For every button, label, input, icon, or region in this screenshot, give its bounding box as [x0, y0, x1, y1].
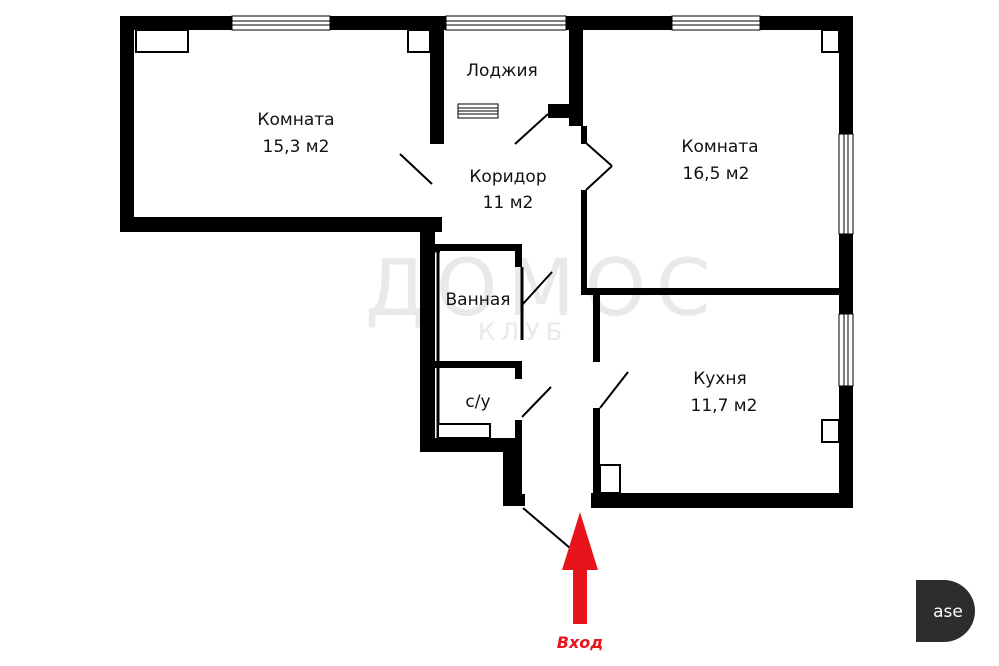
door-loggia[interactable] [514, 113, 549, 145]
corridor-area: 11 м2 [483, 193, 534, 213]
badge-shape [916, 580, 975, 642]
door-room2-a[interactable] [585, 142, 613, 167]
wall-bath-toilet [435, 361, 521, 368]
wall-kitchen-west-top [593, 288, 600, 362]
wall-left-room-south [120, 217, 442, 232]
kitchen-name: Кухня [693, 369, 747, 389]
entrance-label: Вход [557, 633, 603, 652]
door-entrance[interactable] [522, 507, 571, 549]
wall-loggia-stub [548, 104, 583, 118]
fixture-toilet [437, 423, 491, 439]
windows [231, 15, 854, 387]
door-bathroom[interactable] [521, 271, 553, 306]
wall-entry-west-foot [503, 494, 525, 506]
wall-room2-west-top [581, 126, 587, 144]
pipe-room2 [821, 29, 840, 53]
window-loggia-inner [457, 103, 499, 119]
wall-bath-north [435, 244, 521, 251]
wall-left-room-west [120, 16, 134, 232]
wall-room2-kitchen [581, 288, 853, 295]
window-room2-north [671, 15, 761, 31]
toilet-name: с/у [465, 392, 490, 412]
wall-toilet-east [515, 420, 522, 440]
bathroom-name: Ванная [446, 290, 511, 310]
wall-south-kitchen [591, 493, 853, 508]
window-room2-east [838, 133, 854, 235]
wall-bath-east-top [515, 244, 522, 267]
door-room2-b[interactable] [585, 165, 613, 191]
door-kitchen[interactable] [599, 371, 629, 409]
watermark-sub: КЛУБ [478, 318, 568, 346]
wall-loggia-east [569, 16, 583, 126]
wall-loggia-west [430, 16, 444, 144]
window-room1 [231, 15, 331, 31]
room1-area: 15,3 м2 [263, 137, 330, 157]
door-toilet[interactable] [521, 386, 552, 418]
wall-toilet-south [420, 438, 522, 452]
entrance-arrow-icon [562, 512, 598, 624]
door-room1[interactable] [399, 153, 433, 185]
wall-corridor-jamb [430, 124, 438, 144]
fixtures [135, 29, 840, 494]
wall-room2-west [581, 190, 587, 294]
kitchen-area: 11,7 м2 [691, 396, 758, 416]
room2-name: Комната [681, 137, 758, 157]
corridor-name: Коридор [469, 167, 546, 187]
room1-name: Комната [257, 110, 334, 130]
wall-bath-west [420, 232, 435, 452]
wall-entry-west [503, 438, 522, 504]
doors [399, 113, 629, 549]
entrance-marker: Вход [557, 512, 603, 652]
pipe-kitchen-sw [599, 464, 621, 494]
badge-text: ase [933, 602, 963, 622]
pipe-kitchen [821, 419, 840, 443]
wall-kitchen-west [593, 408, 600, 504]
loggia-name: Лоджия [466, 61, 538, 81]
room2-area: 16,5 м2 [683, 164, 750, 184]
window-kitchen-east [838, 313, 854, 387]
radiator-room1 [135, 29, 189, 53]
pipe-room1 [407, 29, 431, 53]
corner-badge: ase [916, 580, 975, 642]
window-loggia [445, 15, 567, 31]
room-labels: Комната 15,3 м2 Лоджия Коридор 11 м2 Ком… [257, 61, 758, 416]
wall-east [839, 16, 853, 508]
wall-toilet-east-top [515, 361, 522, 379]
